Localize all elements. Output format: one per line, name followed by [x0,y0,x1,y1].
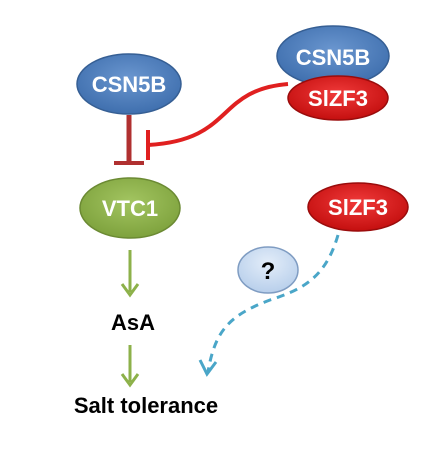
csn5b-label: CSN5B [92,72,167,97]
asa-to-salt-tolerance-arrow [120,345,140,388]
complex-blocks-inhibition-arrow [146,82,289,160]
asa-label: AsA [111,310,155,335]
csn5b-slzf3-complex: CSN5B SlZF3 [276,25,390,121]
slzf3-label: SlZF3 [328,195,388,220]
question-mark-label: ? [261,258,276,285]
complex-csn5b-label: CSN5B [296,45,371,70]
slzf3-to-salt-tolerance-dashed-arrow [198,234,340,377]
csn5b-node: CSN5B [76,53,182,115]
vtc1-to-asa-arrow [120,250,140,298]
vtc1-label: VTC1 [102,196,158,221]
unknown-factor-node: ? [237,246,299,294]
csn5b-inhibits-vtc1-arrow [114,115,144,165]
slzf3-node: SlZF3 [307,182,409,232]
vtc1-node: VTC1 [79,177,181,239]
salt-tolerance-label: Salt tolerance [74,393,218,418]
complex-slzf3-label: SlZF3 [308,86,368,111]
